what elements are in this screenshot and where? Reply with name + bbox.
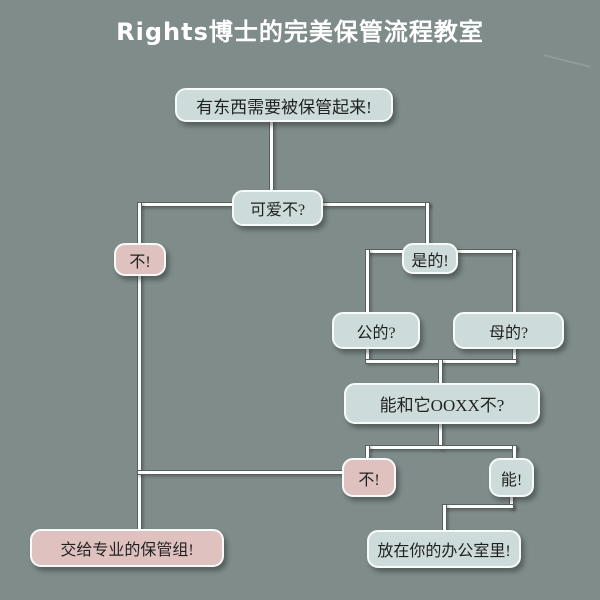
connector-no1-main-v — [137, 274, 142, 532]
node-professional-storage: 交给专业的保管组! — [30, 529, 224, 567]
connector-cute-left-h — [137, 202, 236, 207]
page-title: Rights博士的完美保管流程教室 — [116, 18, 484, 46]
node-female-question: 母的? — [453, 312, 564, 349]
node-your-office: 放在你的办公室里! — [367, 530, 521, 568]
connector-yes-left-v — [365, 249, 370, 314]
connector-can-h — [442, 504, 514, 509]
node-yes-label: 是的! — [411, 252, 449, 270]
node-cute-label: 可爱不? — [249, 202, 306, 219]
node-start: 有东西需要被保管起来! — [175, 88, 393, 122]
node-start-label: 有东西需要被保管起来! — [196, 97, 372, 117]
node-can-label: 能! — [500, 471, 523, 489]
node-female-label: 母的? — [488, 324, 529, 342]
node-male-question: 公的? — [332, 312, 420, 349]
node-can: 能! — [489, 458, 534, 497]
node-yes: 是的! — [402, 243, 458, 274]
node-ooxx-question: 能和它OOXX不? — [344, 383, 540, 424]
connector-yes-right-h — [455, 249, 517, 254]
node-no-2-label: 不! — [358, 471, 380, 489]
connector-merge2-h — [365, 445, 517, 450]
node-male-label: 公的? — [356, 324, 396, 342]
node-cute-question: 可爱不? — [232, 190, 323, 226]
connector-to-office-v — [442, 504, 447, 532]
node-ooxx-label: 能和它OOXX不? — [379, 396, 505, 415]
connector-yes-right-v — [512, 249, 517, 314]
connector-merge1-to-ooxx — [438, 359, 443, 385]
node-no-1: 不! — [114, 243, 166, 276]
node-professional-storage-label: 交给专业的保管组! — [60, 542, 194, 559]
scratch-artifact — [543, 54, 591, 68]
connector-no2-branch-h — [137, 470, 343, 475]
connector-cute-right-v — [425, 202, 430, 245]
node-no-1-label: 不! — [129, 253, 151, 271]
node-no-2: 不! — [342, 458, 396, 497]
connector-yes-left-h — [365, 249, 407, 254]
connector-cute-left-v — [137, 202, 142, 245]
connector-cute-right-h — [321, 202, 430, 207]
node-your-office-label: 放在你的办公室里! — [377, 543, 511, 560]
connector-start-to-cute — [269, 120, 274, 192]
